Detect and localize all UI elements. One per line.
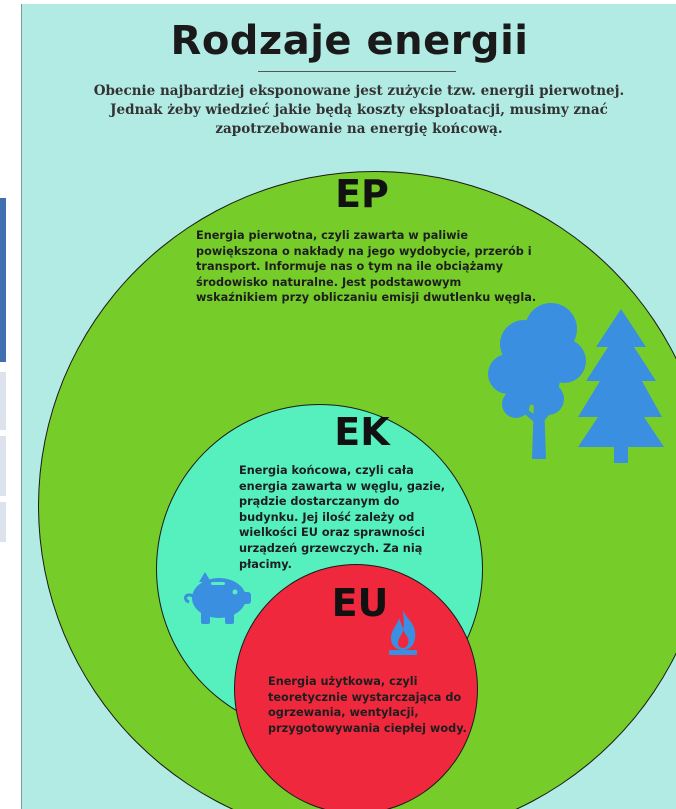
eu-circle bbox=[234, 564, 478, 809]
title-divider bbox=[258, 71, 456, 72]
ep-description: Energia pierwotna, czyli zawarta w paliw… bbox=[196, 229, 537, 305]
gas-flame-icon bbox=[389, 610, 417, 655]
subtitle: Obecnie najbardziej eksponowane jest zuż… bbox=[93, 83, 625, 137]
infographic-poster: Rodzaje energii Obecnie najbardziej eksp… bbox=[21, 4, 676, 809]
side-strip-blue bbox=[0, 198, 6, 362]
ep-label: EP bbox=[335, 172, 389, 216]
side-strip-gray bbox=[0, 436, 6, 496]
side-strip-gray bbox=[0, 372, 6, 430]
ek-description: Energia końcowa, czyli cała energia zawa… bbox=[239, 464, 446, 571]
page-title: Rodzaje energii bbox=[170, 18, 529, 64]
trees-icon bbox=[488, 303, 664, 463]
eu-label: EU bbox=[331, 581, 389, 625]
side-strip-gray bbox=[0, 502, 6, 542]
ek-label: EK bbox=[334, 410, 390, 454]
eu-description: Energia użytkowa, czyli teoretycznie wys… bbox=[268, 675, 467, 735]
piggy-bank-icon bbox=[184, 572, 251, 624]
